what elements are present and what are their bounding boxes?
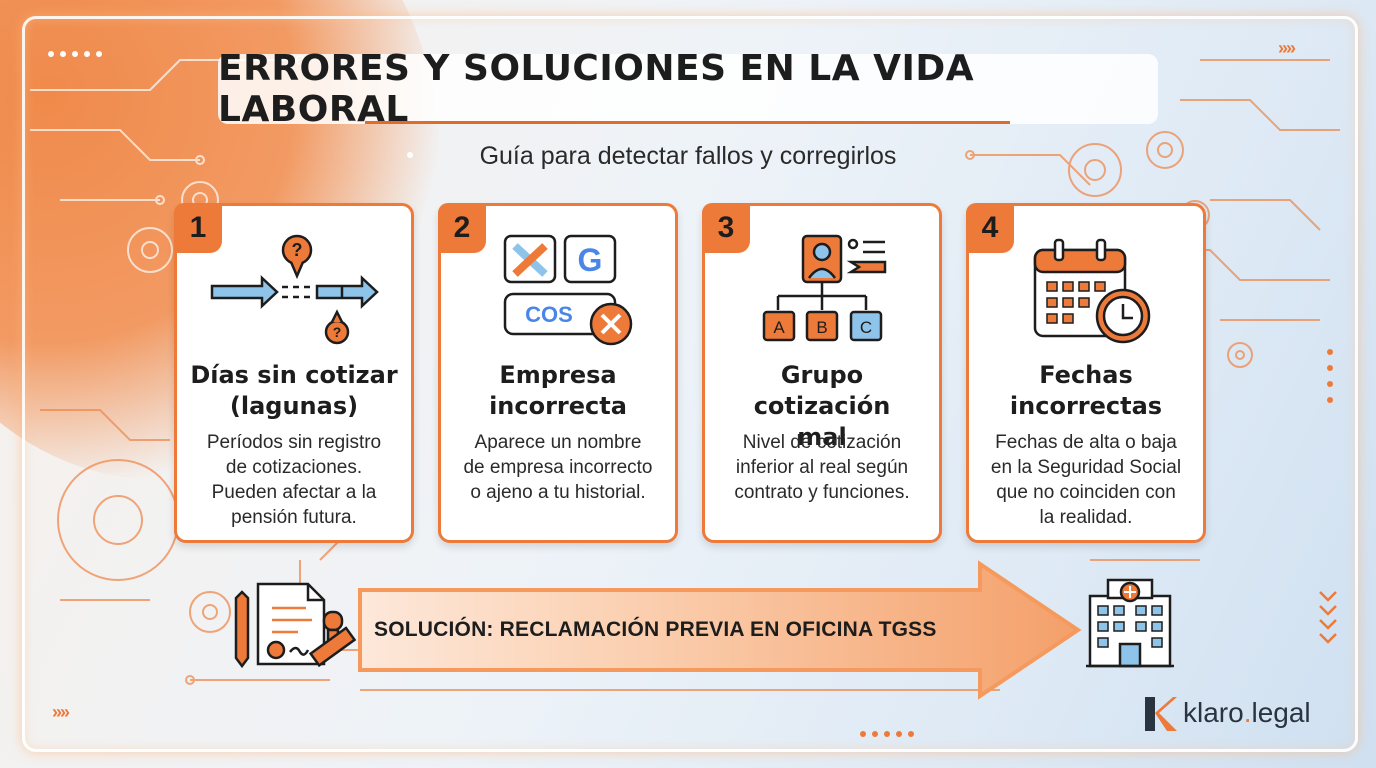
card-description: Fechas de alta o baja en la Seguridad So… [979, 430, 1193, 530]
card-description-line: Pueden afectar a la [211, 482, 377, 503]
card-number: 1 [174, 203, 222, 253]
card-title-line: Empresa [499, 361, 617, 389]
card-description-line: o ajeno a tu historial. [470, 482, 646, 503]
card-title: Fechas incorrectas [977, 360, 1195, 422]
chevrons-decoration: ›››› [1278, 38, 1296, 58]
logo-g-letter: G [578, 242, 603, 278]
wrong-company-icon: G COS [503, 234, 633, 346]
card-description-line: en la Seguridad Social [990, 457, 1182, 478]
card-description-line: Nivel de cotización [742, 432, 902, 453]
brand-dot: . [1243, 697, 1252, 728]
level-c-letter: C [860, 318, 872, 337]
title-box: ERRORES Y SOLUCIONES EN LA VIDA LABORAL [218, 48, 1158, 130]
card-title-line: mal [797, 423, 847, 451]
tgss-building-icon [1086, 578, 1174, 668]
error-card-2: 2 G COS Empresa incorrecta Aparece un no… [438, 203, 678, 543]
title-underline [365, 121, 1010, 124]
card-description-line: contrato y funciones. [734, 482, 910, 503]
svg-text:?: ? [292, 240, 303, 260]
card-description: Nivel de cotización inferior al real seg… [715, 430, 929, 505]
card-title-line: Fechas [1039, 361, 1133, 389]
error-card-3: 3 A B C Grupo cotización mal Nivel de co… [702, 203, 942, 543]
solution-arrow [358, 560, 1082, 700]
page-subtitle: Guía para detectar fallos y corregirlos [479, 142, 897, 170]
card-description-line: Períodos sin registro [206, 432, 382, 453]
document-stamp-icon [234, 582, 357, 669]
card-title-line: Grupo cotización [753, 361, 891, 420]
level-a-letter: A [773, 318, 785, 337]
group-hierarchy-icon: A B C [762, 234, 887, 342]
card-number: 4 [966, 203, 1014, 253]
card-description-line: que no coinciden con [996, 482, 1176, 503]
card-title: Grupo cotización mal [713, 360, 931, 453]
svg-text:?: ? [333, 324, 342, 340]
card-description-line: de empresa incorrecto [463, 457, 653, 478]
brand-logo: klaro.legal [1143, 695, 1311, 731]
error-card-1: 1 ? ? Días sin cotizar (lagunas) Período… [174, 203, 414, 543]
glow-frame [22, 16, 1358, 752]
brand-tld: legal [1251, 697, 1311, 728]
card-description-line: pensión futura. [231, 507, 357, 528]
dots-decoration [860, 724, 920, 742]
card-title-line: incorrecta [489, 392, 627, 420]
solution-text: SOLUCIÓN: RECLAMACIÓN PREVIA EN OFICINA … [374, 618, 937, 641]
card-number: 3 [702, 203, 750, 253]
card-description-line: Fechas de alta o baja [995, 432, 1177, 453]
calendar-clock-icon [1033, 238, 1151, 344]
brand-name-main: klaro [1183, 697, 1244, 728]
card-description-line: Aparece un nombre [474, 432, 642, 453]
card-title: Empresa incorrecta [449, 360, 667, 422]
card-title-line: (lagunas) [229, 392, 359, 420]
card-description-line: la realidad. [1039, 507, 1133, 528]
card-description: Períodos sin registro de cotizaciones. P… [187, 430, 401, 530]
chevrons-decoration: ›››› [52, 702, 70, 722]
level-b-letter: B [816, 318, 827, 337]
card-number: 2 [438, 203, 486, 253]
error-card-4: 4 Fechas incorrectas Fechas de alta o [966, 203, 1206, 543]
logo-cos-letters: COS [525, 302, 573, 327]
page-title: ERRORES Y SOLUCIONES EN LA VIDA LABORAL [218, 48, 975, 130]
card-title: Días sin cotizar (lagunas) [185, 360, 403, 422]
klaro-logo-icon [1145, 697, 1177, 731]
card-title-line: Días sin cotizar [190, 361, 398, 389]
card-title-line: incorrectas [1009, 392, 1163, 420]
dots-decoration [48, 44, 108, 62]
card-description-line: de cotizaciones. [225, 457, 363, 478]
gap-timeline-icon: ? ? [210, 234, 379, 345]
brand-name: klaro.legal [1183, 697, 1311, 729]
card-description-line: inferior al real según [735, 457, 909, 478]
card-description: Aparece un nombre de empresa incorrecto … [451, 430, 665, 505]
